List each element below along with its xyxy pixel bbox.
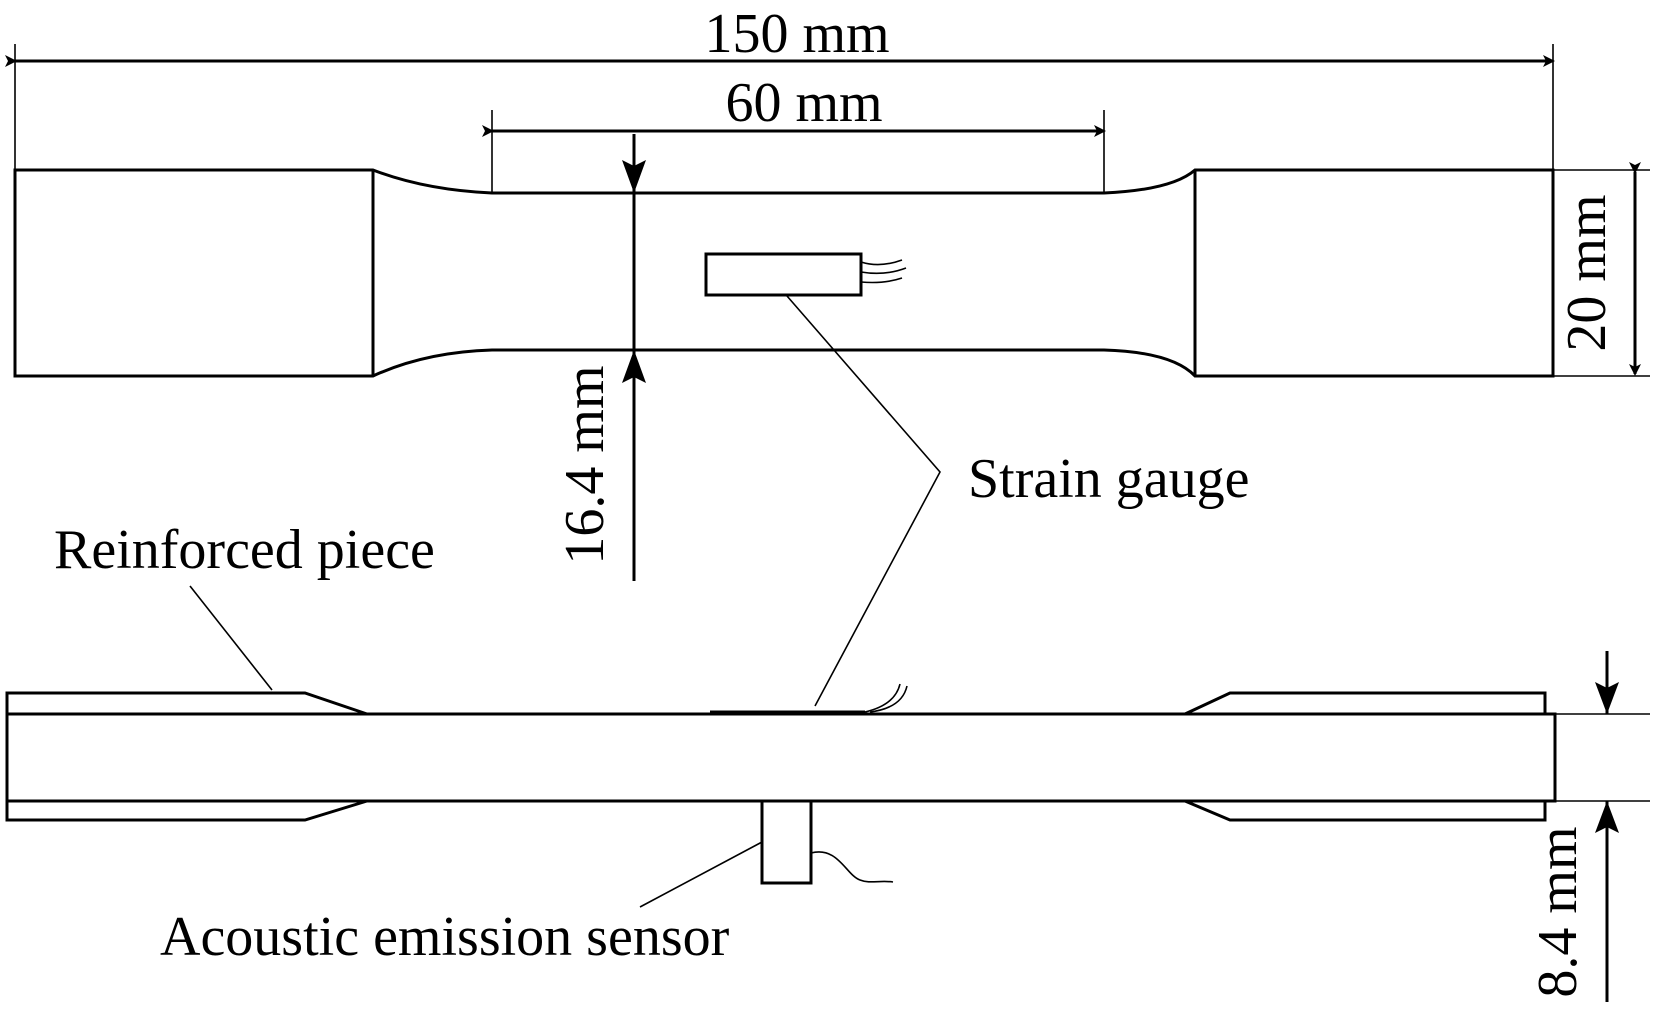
strain-gauge-label: Strain gauge	[968, 448, 1249, 510]
acoustic-emission-sensor	[760, 799, 894, 885]
overall-length-dimension	[5, 44, 1555, 170]
acoustic-emission-sensor-label: Acoustic emission sensor	[160, 906, 730, 968]
reinforced-piece-leader	[189, 585, 273, 691]
overall-length-label: 150 mm	[704, 3, 889, 65]
thickness-dimension	[1555, 651, 1650, 1002]
strain-gauge-leader	[786, 295, 941, 707]
grip-width-dimension	[1553, 162, 1650, 377]
strain-gauge-side	[710, 683, 908, 714]
thickness-label: 8.4 mm	[1527, 826, 1589, 997]
grip-width-label: 20 mm	[1556, 194, 1618, 351]
strain-gauge-top	[704, 252, 907, 297]
top-view-specimen	[13, 168, 1555, 378]
gauge-length-label: 60 mm	[725, 72, 882, 134]
acoustic-sensor-leader	[639, 841, 763, 908]
gauge-length-dimension	[482, 110, 1106, 193]
gauge-width-label: 16.4 mm	[554, 365, 616, 564]
gauge-width-dimension	[622, 134, 646, 581]
reinforced-piece-label: Reinforced piece	[54, 519, 435, 581]
